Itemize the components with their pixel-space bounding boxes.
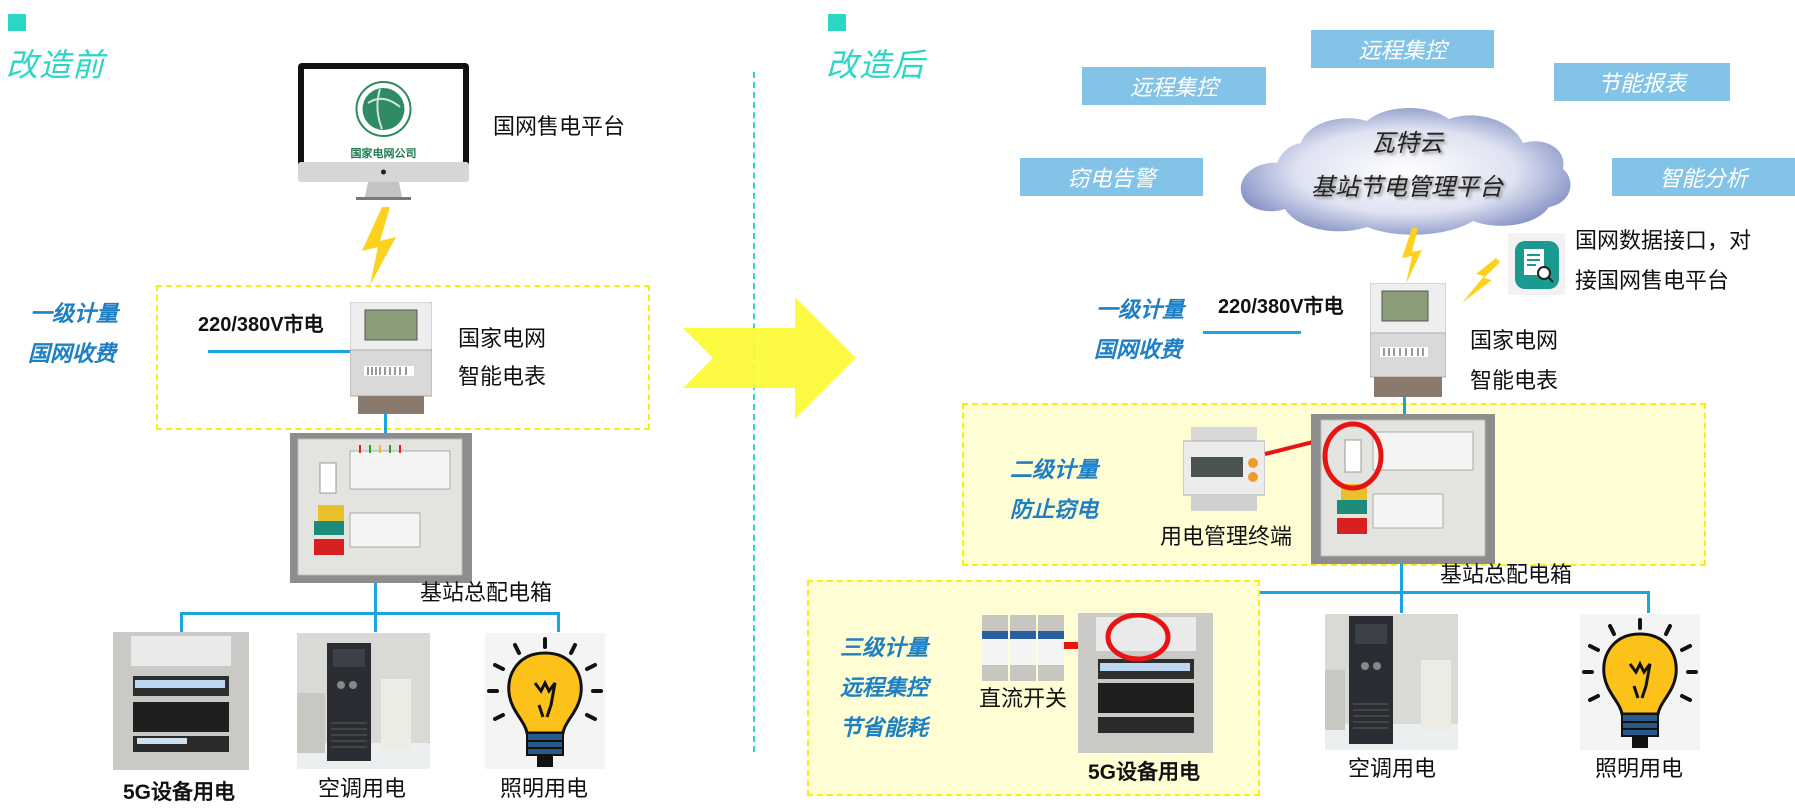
cloud-subtitle: 基站节电管理平台 — [1311, 173, 1503, 201]
after-wire-to-light — [1647, 591, 1650, 613]
after-bus-wire — [1148, 591, 1650, 594]
feature-tag-remote-control: 远程集控 — [1082, 67, 1266, 105]
wire-to-ac — [374, 612, 377, 632]
wire-to-5g — [180, 612, 183, 632]
dc-switch-label: 直流开关 — [979, 687, 1068, 712]
after-wire-box-down — [1400, 564, 1403, 594]
level1-note-line1: 一级计量 — [30, 301, 119, 327]
after-mains-label: 220/380V市电 — [1218, 296, 1344, 318]
air-conditioner-icon — [297, 633, 430, 769]
after-wire-to-ac — [1400, 591, 1403, 613]
after-distribution-box-label: 基站总配电箱 — [1440, 563, 1573, 588]
mains-wire — [208, 350, 350, 353]
cloud-platform: 瓦特云 基站节电管理平台 — [1237, 103, 1577, 238]
dc-switch-icon — [982, 615, 1064, 681]
power-terminal-icon — [1183, 427, 1265, 511]
meter-label-line2: 智能电表 — [458, 365, 547, 390]
platform-label: 国网售电平台 — [493, 115, 626, 140]
after-meter-label-line1: 国家电网 — [1470, 329, 1559, 354]
load-label-5g: 5G设备用电 — [123, 781, 236, 804]
lightning-icon-cloud-meter — [1398, 228, 1426, 284]
feature-tag-remote-control-2: 远程集控 — [1311, 30, 1494, 68]
state-grid-logo-text: 国家电网公司 — [350, 147, 417, 160]
transform-arrow-icon — [683, 297, 858, 419]
after-level1-note-line2: 国网收费 — [1094, 337, 1183, 363]
after-meter-label-line2: 智能电表 — [1470, 369, 1559, 394]
api-label-line2: 接国网售电平台 — [1575, 269, 1730, 294]
level2-note-line1: 二级计量 — [1010, 457, 1099, 483]
lightning-icon-api — [1462, 258, 1502, 303]
section-divider — [753, 72, 755, 752]
level2-note-line2: 防止窃电 — [1010, 497, 1099, 523]
5g-cabinet-icon — [113, 632, 249, 770]
wire-to-light — [557, 612, 560, 632]
light-bulb-icon — [485, 633, 605, 769]
smart-meter-icon — [350, 302, 432, 414]
section-marker-before — [8, 14, 26, 31]
after-wire-meter-to-box — [1403, 397, 1406, 415]
after-load-label-5g: 5G设备用电 — [1088, 761, 1201, 784]
level3-note-line3: 节省能耗 — [840, 715, 929, 741]
after-mains-wire — [1203, 331, 1301, 334]
api-label-line1: 国网数据接口，对 — [1575, 229, 1752, 254]
after-5g-cabinet-icon — [1078, 613, 1213, 753]
distribution-box-label: 基站总配电箱 — [420, 581, 553, 606]
load-label-light: 照明用电 — [500, 777, 589, 802]
wire-meter-to-box — [384, 414, 387, 434]
load-label-ac: 空调用电 — [318, 777, 407, 802]
level3-note-line1: 三级计量 — [840, 635, 929, 661]
mains-label: 220/380V市电 — [198, 314, 324, 336]
feature-tag-theft-alarm: 窃电告警 — [1020, 158, 1203, 196]
after-title: 改造后 — [826, 46, 926, 84]
cloud-icon — [1240, 107, 1571, 235]
section-marker-after — [828, 14, 846, 31]
after-load-label-ac: 空调用电 — [1348, 757, 1437, 782]
lightning-icon — [360, 207, 400, 285]
terminal-label: 用电管理终端 — [1160, 525, 1293, 550]
before-title: 改造前 — [6, 46, 106, 84]
level1-note-line2: 国网收费 — [28, 341, 117, 367]
after-level1-note-line1: 一级计量 — [1096, 297, 1185, 323]
feature-tag-smart-analysis: 智能分析 — [1612, 158, 1795, 196]
bus-wire — [180, 612, 560, 615]
feature-tag-energy-report: 节能报表 — [1554, 63, 1730, 101]
level3-note-line2: 远程集控 — [840, 675, 929, 701]
meter-label-line1: 国家电网 — [458, 327, 547, 352]
after-light-bulb-icon — [1580, 614, 1700, 750]
level1-box — [156, 285, 650, 430]
distribution-box-icon — [290, 433, 472, 583]
monitor-icon: 国家电网公司 — [298, 63, 469, 203]
after-distribution-box-icon — [1311, 414, 1495, 564]
data-interface-icon — [1508, 233, 1565, 295]
wire-box-down — [374, 583, 377, 615]
after-load-label-light: 照明用电 — [1595, 757, 1684, 782]
cloud-title: 瓦特云 — [1371, 129, 1443, 157]
after-air-conditioner-icon — [1325, 614, 1458, 750]
after-smart-meter-icon — [1370, 283, 1446, 397]
